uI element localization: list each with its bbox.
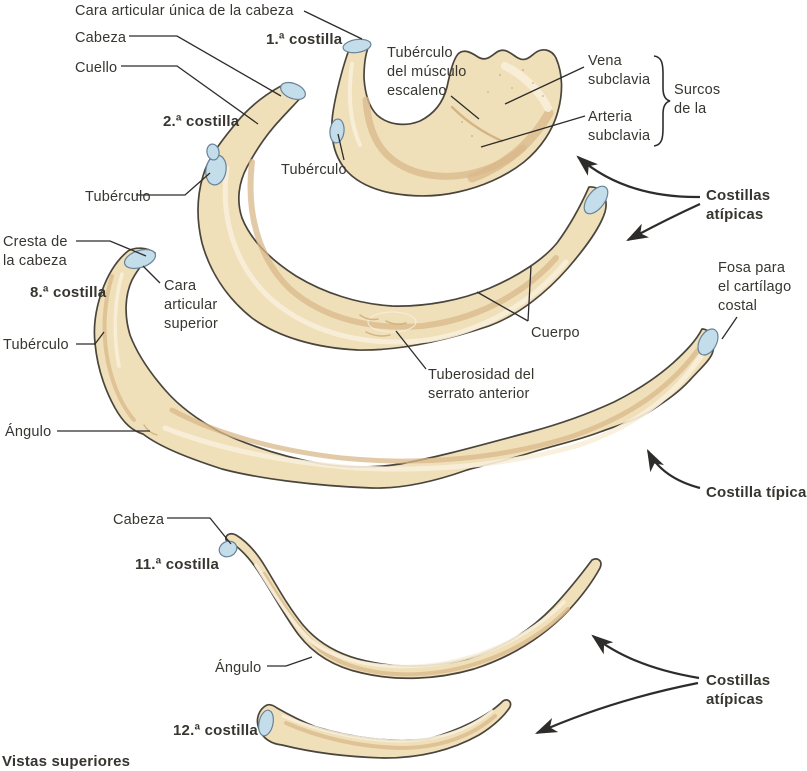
label-arteria-subclavia: Arteria subclavia: [588, 109, 651, 144]
label-cuello: Cuello: [75, 60, 118, 76]
label-tuberculo-c1: Tubérculo: [281, 162, 347, 178]
leader-tuberculo-c8: [76, 331, 105, 345]
label-costilla-tipica: Costilla típica: [706, 484, 807, 501]
rib-12-head-facet: [258, 709, 274, 737]
rib-8: [93, 247, 719, 489]
rib-2-tuberosity-texture: [359, 314, 407, 337]
leader-fosa-cartilago: [721, 316, 738, 340]
rib-2-cut-end-facet: [583, 185, 609, 215]
rib-2-tuberosity-patch: [367, 311, 417, 333]
arrow-atipicas-to-rib1: [576, 155, 701, 199]
label-tuberosidad-serrato: Tuberosidad del serrato anterior: [428, 367, 535, 402]
label-vena-subclavia: Vena subclavia: [588, 53, 651, 88]
label-cara-articular-superior: Cara articular superior: [164, 278, 218, 332]
rib-11-highlight: [254, 563, 566, 669]
rib-8-stem-shading: [102, 274, 136, 422]
rib-12-highlight: [281, 709, 494, 743]
rib-1-highlight: [501, 62, 552, 112]
rib-2: [197, 81, 609, 351]
rib-8-upper-shading: [169, 347, 701, 464]
label-costilla-8: 8.ª costilla: [30, 284, 107, 301]
rib-1-blade-shading: [467, 108, 554, 183]
label-costillas-atipicas-inf: Costillas atípicas: [706, 672, 771, 708]
leader-cresta-cabeza: [76, 240, 147, 257]
label-cabeza-c11: Cabeza: [113, 512, 165, 528]
rib-11-shading: [262, 572, 570, 677]
rib-12-shading: [284, 714, 497, 751]
label-costilla-12: 12.ª costilla: [173, 722, 258, 739]
label-costillas-atipicas-sup: Costillas atípicas: [706, 187, 771, 223]
leader-cabeza-c11: [167, 517, 232, 545]
rib-11-head-facet: [218, 540, 238, 558]
label-cresta-cabeza: Cresta de la cabeza: [3, 234, 68, 269]
label-tuberculo-c2: Tubérculo: [85, 189, 151, 205]
rib-8-body: [93, 247, 715, 489]
arrows: [534, 155, 701, 735]
arrow-costilla-tipica: [646, 449, 701, 490]
rib-2-body: [197, 82, 607, 351]
rib-12: [256, 699, 512, 759]
leader-tuberculo-c2: [136, 172, 211, 196]
rib-1: [329, 38, 563, 197]
label-angulo-c8: Ángulo: [5, 424, 52, 440]
leader-tuberculo-escaleno: [450, 95, 480, 120]
leader-lines: [57, 10, 738, 667]
rib-2-inner-shading: [247, 159, 559, 330]
rib-2-highlight: [222, 165, 569, 345]
label-angulo-c11: Ángulo: [215, 660, 262, 676]
arrow-atipicas-to-rib2: [626, 202, 701, 242]
leader-cuerpo-a: [476, 291, 529, 322]
surcos-brace: [653, 55, 671, 147]
label-cuerpo: Cuerpo: [531, 325, 580, 341]
rib-1-scalene-ridge: [450, 105, 504, 143]
label-costilla-1: 1.ª costilla: [266, 31, 343, 48]
rib-8-head-facet: [123, 248, 157, 270]
rib-8-highlight: [162, 350, 706, 472]
leader-cuerpo-b: [527, 265, 532, 322]
rib-2-head-facet: [280, 81, 306, 101]
label-costilla-11: 11.ª costilla: [135, 556, 220, 573]
arrow-atipicas-to-rib12: [534, 681, 699, 735]
label-fosa-cartilago: Fosa para el cartílago costal: [718, 260, 792, 314]
label-surcos-de-la: Surcos de la: [674, 82, 721, 117]
leader-cara-articular-unica: [303, 10, 363, 40]
label-tuberculo-escaleno: Tubérculo del músculo escaleno: [387, 45, 467, 99]
label-cara-articular-unica: Cara articular única de la cabeza: [75, 3, 294, 19]
leader-vena-subclavia: [504, 66, 585, 105]
rib-11-body: [225, 532, 602, 680]
rib-8-stem-highlight: [113, 272, 124, 368]
leader-cara-articular-superior: [142, 265, 161, 284]
rib-1-head-facet: [342, 38, 372, 54]
label-tuberculo-c8: Tubérculo: [3, 337, 69, 353]
rib-8-costal-end-facet: [697, 328, 719, 356]
leader-angulo-c11: [267, 656, 313, 667]
leader-tuberculo-c1: [337, 133, 345, 161]
leader-cuello: [121, 65, 259, 125]
figure-caption: Vistas superiores: [2, 753, 131, 770]
rib-1-stem-highlight: [347, 62, 362, 147]
leader-arteria-subclavia: [480, 115, 586, 148]
rib-1-speckles: [461, 68, 544, 138]
rib-2-tubercle-facet-upper: [206, 143, 220, 161]
rib-11: [218, 532, 602, 680]
label-cabeza-superior: Cabeza: [75, 30, 127, 46]
leader-tuberosidad: [395, 330, 427, 370]
leader-cabeza-superior: [129, 35, 282, 97]
rib-1-tubercle-facet: [329, 118, 345, 144]
label-costilla-2: 2.ª costilla: [163, 113, 240, 130]
arrow-atipicas-to-rib11: [591, 634, 700, 680]
